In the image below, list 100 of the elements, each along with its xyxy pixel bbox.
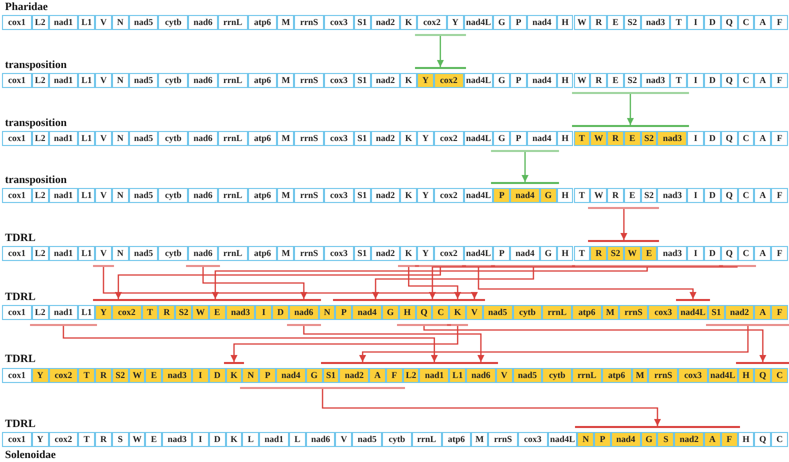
gene-box: T [670,73,688,88]
gene-box: E [208,305,226,320]
gene-box: L2 [32,73,49,88]
gene-box: atp6 [248,131,278,146]
gene-box: nad2 [370,131,400,146]
gene-box: V [95,15,112,30]
gene-box: W [590,188,608,203]
gene-box: rrnL [412,432,442,447]
gene-box: R [590,246,608,261]
gene-box: L2 [32,131,49,146]
gene-box: D [704,188,721,203]
gene-box: N [112,73,129,88]
gene-box: F [771,15,788,30]
gene-box: H [556,15,574,30]
gene-box: P [493,246,510,261]
gene-box: E [624,188,641,203]
gene-box: nad3 [162,432,192,447]
gene-box: Q [754,432,772,447]
highlighted-segment [590,246,658,261]
gene-box: M [602,305,619,320]
gene-box: I [255,305,272,320]
bracket-line [491,182,559,184]
gene-box: nad3 [657,188,688,203]
gene-box: nad2 [370,73,400,88]
gene-box: nad2 [339,368,370,383]
gene-box: nad4L [464,15,494,30]
gene-box: cox2 [48,432,78,447]
gene-box: nad3 [640,15,670,30]
gene-box: nad2 [370,188,400,203]
gene-box: N [112,15,129,30]
gene-box: L2 [32,15,49,30]
arrow [423,326,766,362]
gene-box: Q [416,305,432,320]
gene-box: C [771,432,788,447]
gene-box: nad1 [419,368,450,383]
gene-box: K [400,15,418,30]
row-heading: Pharidae [5,1,48,13]
gene-box: nad5 [482,305,513,320]
gene-box: F [386,368,403,383]
gene-box: nad6 [188,15,218,30]
gene-box: rrnL [218,15,248,30]
bracket-line [572,92,690,94]
gene-box: nad4 [526,15,557,30]
gene-box: atp6 [442,432,472,447]
arrow [436,36,444,67]
gene-box: Y [32,368,49,383]
gene-box: nad4L [464,188,494,203]
gene-box: rrnL [542,305,572,320]
gene-box: G [640,432,658,447]
row-heading: TDRL [5,232,36,244]
gene-box: atp6 [572,305,602,320]
gene-box: R [607,188,624,203]
gene-box: K [400,131,418,146]
gene-box: D [208,432,226,447]
gene-box: F [720,432,738,447]
gene-box: T [574,131,590,146]
gene-box: I [687,73,704,88]
bracket-line [240,387,405,389]
gene-box: nad4 [276,368,306,383]
gene-box: L1 [78,73,96,88]
bracket-line [93,265,114,267]
gene-box: S1 [354,246,370,261]
gene-box: Y [32,432,49,447]
gene-box: nad1 [48,131,78,146]
gene-box: Q [720,73,738,88]
bracket-line [588,240,660,242]
gene-box: N [112,188,129,203]
gene-box: G [540,246,557,261]
gene-box: S1 [708,305,725,320]
gene-box: R [95,432,112,447]
bracket-line [286,324,321,326]
gene-box: nad4L [464,131,494,146]
arrow [202,267,308,299]
gene-box: I [687,188,704,203]
gene-box: rrnS [618,305,648,320]
gene-box: nad4 [510,188,540,203]
gene-box: cox1 [2,188,32,203]
gene-box: L [242,432,260,447]
gene-box: R [590,15,608,30]
gene-box: nad6 [288,305,319,320]
bracket-line [447,324,468,326]
gene-box: S2 [624,73,641,88]
gene-box: atp6 [248,246,278,261]
gene-box: W [574,73,590,88]
gene-box: N [242,368,260,383]
arrow [230,326,458,362]
arrow [620,209,628,240]
gene-box: Q [754,368,772,383]
gene-box: Q [720,188,738,203]
gene-box: nad4 [526,131,557,146]
gene-box: N [318,305,336,320]
highlighted-segment [574,131,688,146]
highlighted-segment [493,188,557,203]
row-heading: TDRL [5,353,36,365]
gene-box: R [590,73,608,88]
gene-box: A [754,15,772,30]
gene-box: T [670,15,688,30]
bracket-line [30,324,98,326]
gene-box: W [192,305,209,320]
arrow [428,266,738,299]
